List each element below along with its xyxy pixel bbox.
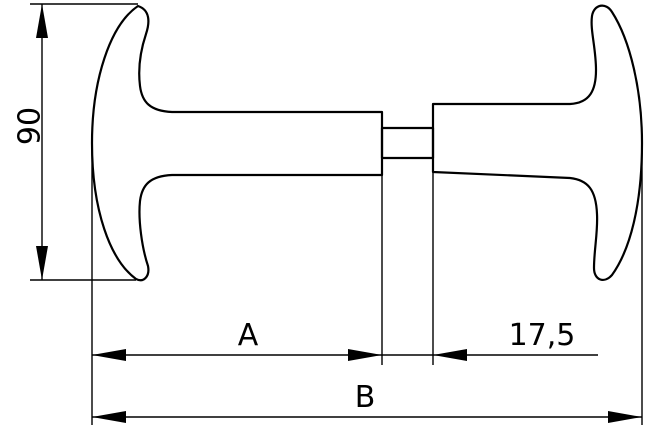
- dimension-b-arrow-right: [608, 411, 642, 423]
- dimension-b-arrow-left: [92, 411, 126, 423]
- dimension-a-label: A: [238, 318, 259, 353]
- dimension-a-arrow-left: [92, 349, 126, 361]
- height-label: 90: [13, 107, 48, 145]
- height-arrow-top: [36, 4, 48, 38]
- height-arrow-bottom: [36, 246, 48, 280]
- connecting-shaft: [380, 126, 435, 160]
- offset-label: 17,5: [509, 318, 576, 353]
- dimension-b-label: B: [355, 380, 376, 415]
- left-handle-outline: [90, 4, 384, 282]
- right-handle-outline: [431, 4, 644, 281]
- offset-arrow-left: [433, 349, 467, 361]
- dimension-a-arrow-right: [348, 349, 382, 361]
